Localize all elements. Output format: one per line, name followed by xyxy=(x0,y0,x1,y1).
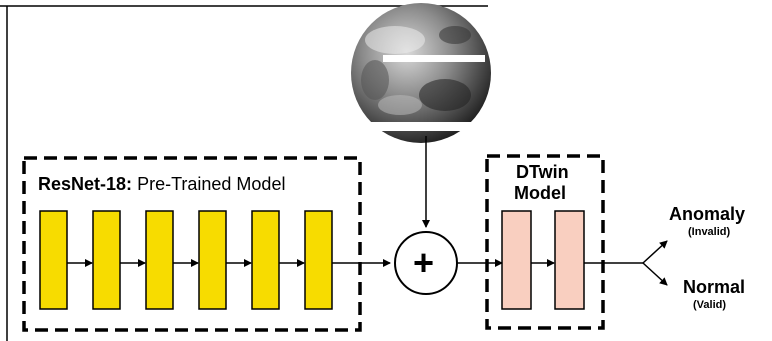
resnet-desc: Pre-Trained Model xyxy=(137,174,286,194)
resnet-layer-block-3 xyxy=(145,210,174,310)
anomaly-label: Anomaly xyxy=(669,204,746,224)
dtwin-layer-block-1 xyxy=(501,210,532,310)
resnet-layer-block-5 xyxy=(251,210,280,310)
resnet-layer-block-6 xyxy=(304,210,333,310)
normal-sub-label: (Valid) xyxy=(693,299,727,311)
resnet-label: ResNet-18: Pre-Trained Model xyxy=(38,174,285,195)
resnet-layer-block-1 xyxy=(39,210,68,310)
resnet-name: ResNet-18: xyxy=(38,174,133,194)
output-branch xyxy=(584,240,668,286)
dtwin-dashed-box xyxy=(485,154,605,330)
resnet-layer-block-4 xyxy=(198,210,227,310)
anomaly-sub-label: (Invalid) xyxy=(688,226,731,238)
resnet-dashed-box xyxy=(22,156,362,332)
earth-globe-image xyxy=(351,3,491,143)
resnet-layer-block-2 xyxy=(92,210,121,310)
combine-plus-symbol: + xyxy=(413,242,435,283)
dtwin-label-line1: DTwin xyxy=(516,162,569,182)
dtwin-layer-block-2 xyxy=(554,210,585,310)
normal-label: Normal xyxy=(683,277,746,297)
dtwin-label-line2: Model xyxy=(514,183,566,203)
